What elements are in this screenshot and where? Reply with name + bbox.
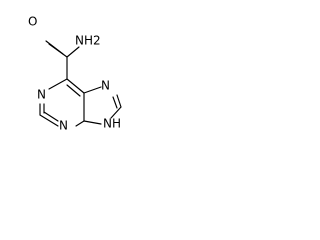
ring-nitrogen-right-top-label: N xyxy=(101,79,110,93)
ring-nitrogen-top-label: N xyxy=(37,88,46,102)
oxygen-atom-label: O xyxy=(28,15,37,29)
bond-n7-c8-2 xyxy=(112,96,118,109)
bond-c5-n7 xyxy=(83,86,102,94)
atom-label-group: O NH2 N N N NH xyxy=(28,15,121,133)
molecule-diagram: O NH2 N N N NH xyxy=(0,0,143,159)
bond-carbonyl-amide xyxy=(66,46,80,58)
bond-c2-n3-1 xyxy=(39,114,59,127)
bond-c5-c6 xyxy=(66,78,85,94)
bond-n7-c8-1 xyxy=(116,94,122,108)
bond-n9-c4 xyxy=(83,120,102,125)
ring-nitrogen-left-label: N xyxy=(59,119,68,133)
amide-nitrogen-label: NH2 xyxy=(75,34,101,48)
bond-n3-c4 xyxy=(75,120,85,127)
bond-group xyxy=(39,40,122,127)
bond-carbonyl-oxygen-2 xyxy=(45,40,64,55)
ring-nitrogen-bottom-label: NH xyxy=(103,117,121,131)
purine-carboxamide-structure: O NH2 N N N NH xyxy=(28,15,122,133)
bond-c8-n9 xyxy=(110,106,122,119)
bond-c6-n1 xyxy=(48,78,68,90)
bond-c2-n3-2 xyxy=(43,111,59,122)
bond-c5-c6-inner xyxy=(66,84,81,97)
